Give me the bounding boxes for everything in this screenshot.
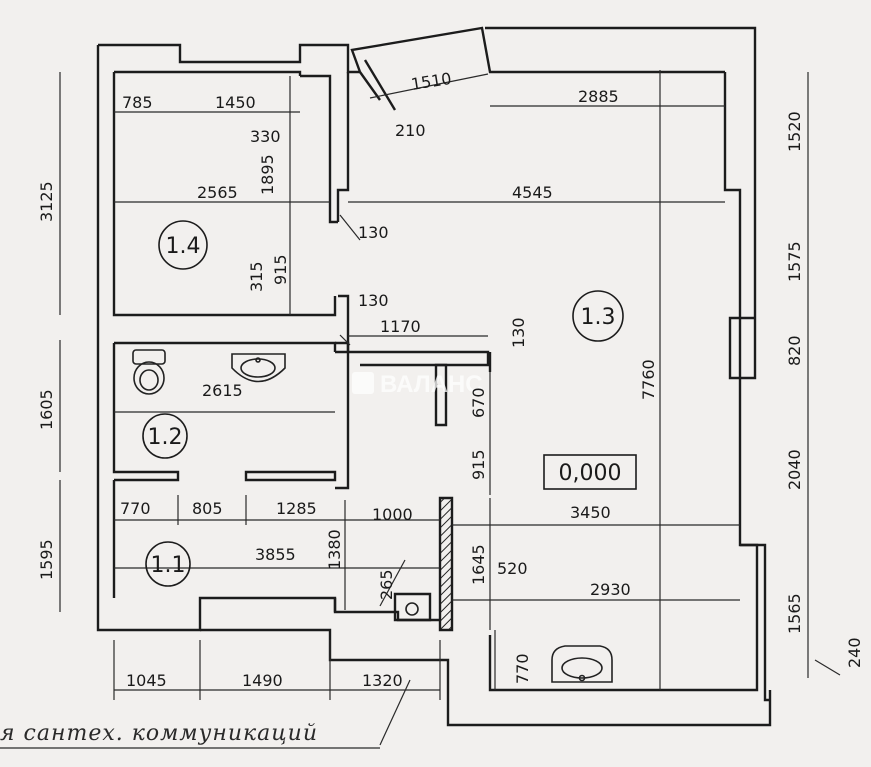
dim-4545: 4545 — [512, 183, 553, 202]
dim-1320: 1320 — [362, 671, 403, 690]
dim-520: 520 — [497, 559, 528, 578]
walls — [96, 26, 772, 727]
dimension-lines — [59, 70, 841, 746]
watermark: ВАЛАНС — [352, 371, 483, 398]
riser-pipe-icon — [405, 602, 419, 616]
level-mark: 0,000 — [543, 454, 637, 490]
dim-1565: 1565 — [785, 593, 804, 634]
dim-2615: 2615 — [202, 381, 243, 400]
dim-2040: 2040 — [785, 449, 804, 490]
dim-3125: 3125 — [37, 181, 56, 222]
communications-note: я сантех. коммуникаций — [0, 721, 318, 746]
dim-330: 330 — [250, 127, 281, 146]
dim-2565: 2565 — [197, 183, 238, 202]
room-1-2: 1.2 — [142, 413, 188, 459]
dim-130-c: 130 — [509, 317, 528, 348]
dim-130-a: 130 — [358, 223, 389, 242]
dim-820: 820 — [785, 335, 804, 366]
dim-785: 785 — [122, 93, 153, 112]
dim-265: 265 — [377, 569, 396, 600]
dim-315: 315 — [247, 261, 266, 292]
dim-770-a: 770 — [120, 499, 151, 518]
dim-1895: 1895 — [258, 154, 277, 195]
dim-2885: 2885 — [578, 87, 619, 106]
dim-1380: 1380 — [325, 529, 344, 570]
dim-210: 210 — [395, 121, 426, 140]
dim-3450: 3450 — [570, 503, 611, 522]
kitchen-sink-icon — [551, 645, 613, 683]
dim-2930: 2930 — [590, 580, 631, 599]
dim-1285: 1285 — [276, 499, 317, 518]
room-label: 1.2 — [148, 425, 183, 450]
dim-3855: 3855 — [255, 545, 296, 564]
dim-1595: 1595 — [37, 539, 56, 580]
dim-1605: 1605 — [37, 389, 56, 430]
dim-805: 805 — [192, 499, 223, 518]
dim-670: 670 — [469, 387, 488, 418]
dim-1490: 1490 — [242, 671, 283, 690]
dim-770-b: 770 — [513, 653, 532, 684]
room-1-1: 1.1 — [145, 541, 191, 587]
dim-1045: 1045 — [126, 671, 167, 690]
toilet-icon — [132, 349, 166, 395]
dim-240: 240 — [845, 637, 864, 668]
bathroom-sink-icon — [231, 353, 286, 383]
dim-130-b: 130 — [358, 291, 389, 310]
dim-1645: 1645 — [469, 544, 488, 585]
dim-1000: 1000 — [372, 505, 413, 524]
dim-1170: 1170 — [380, 317, 421, 336]
room-1-3: 1.3 — [572, 290, 624, 342]
room-1-4: 1.4 — [158, 220, 208, 270]
dim-7760: 7760 — [639, 359, 658, 400]
watermark-text: ВАЛАНС — [380, 371, 483, 398]
room-label: 1.1 — [151, 553, 186, 578]
dim-1520: 1520 — [785, 111, 804, 152]
level-mark-value: 0,000 — [559, 461, 622, 486]
room-label: 1.4 — [166, 234, 201, 259]
dim-915-a: 915 — [271, 254, 290, 285]
dim-1450: 1450 — [215, 93, 256, 112]
dim-1575: 1575 — [785, 241, 804, 282]
dim-915-b: 915 — [469, 449, 488, 480]
room-label: 1.3 — [581, 305, 616, 330]
